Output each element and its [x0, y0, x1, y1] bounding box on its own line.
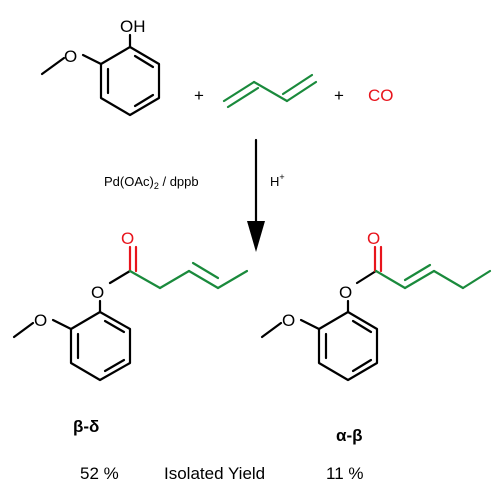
- product2-methyl-bond: [260, 321, 283, 339]
- carbon-monoxide-label: CO: [368, 86, 394, 105]
- product1-chain-double-bond: [191, 261, 220, 280]
- product2-acyl-o-bond: [355, 269, 378, 285]
- acid-main: H: [270, 174, 279, 189]
- product1-name: β-δ: [73, 417, 99, 436]
- product2-carbonyl-oxygen-label: O: [367, 229, 380, 248]
- guaiacol-methyl-bond: [40, 56, 66, 76]
- product2-ring-double-bond: [351, 358, 373, 373]
- product2-ring-double-bond: [351, 319, 373, 334]
- product1-methyl-bond: [12, 321, 35, 339]
- acid-label: H+: [270, 172, 285, 189]
- product2-methoxy-oxygen-label: O: [282, 311, 295, 330]
- catalyst-rest: / dppb: [159, 174, 199, 189]
- product1-ring-double-bond: [103, 319, 126, 334]
- catalyst-label: Pd(OAc)2 / dppb: [104, 174, 199, 191]
- butadiene-double-bond: [281, 73, 314, 96]
- product1-ring-double-bond: [103, 358, 126, 373]
- arrow-head: [247, 221, 265, 252]
- product-alpha-beta-structure: [260, 245, 492, 382]
- butadiene-bond: [285, 80, 318, 103]
- yield-label: Isolated Yield: [164, 464, 265, 483]
- plus-sign-1: +: [194, 86, 204, 105]
- product1-methoxy-bond: [51, 318, 73, 331]
- guaiacol-oxygen-label: O: [64, 47, 77, 66]
- product-beta-delta-structure: [12, 245, 249, 382]
- guaiacol-o-bond: [81, 53, 103, 66]
- product1-acyl-o-bond: [108, 269, 132, 285]
- guaiacol-ring-double-bond: [133, 54, 155, 69]
- product1-ester-oxygen-label: O: [91, 283, 104, 302]
- product1-chain-bond: [216, 269, 249, 290]
- hydroxyl-label: OH: [120, 17, 146, 36]
- butadiene-structure: [222, 73, 318, 109]
- guaiacol-ring: [99, 45, 161, 117]
- guaiacol-structure: [40, 33, 161, 117]
- product2-ring: [317, 310, 379, 382]
- product2-chain-double-bond: [403, 263, 432, 282]
- catalyst-subscript: 2: [154, 181, 159, 191]
- product2-methoxy-bond: [299, 318, 321, 331]
- guaiacol-ring-double-bond: [133, 93, 155, 108]
- product2-ester-oxygen-label: O: [339, 283, 352, 302]
- acid-superscript: +: [279, 172, 284, 182]
- product2-chain-bond: [461, 269, 492, 290]
- product1-chain-bond: [128, 269, 162, 290]
- butadiene-bond: [252, 80, 289, 103]
- catalyst-main: Pd(OAc): [104, 174, 154, 189]
- yield-right: 11 %: [326, 464, 364, 483]
- product1-chain-bond: [187, 269, 220, 290]
- plus-sign-2: +: [334, 86, 344, 105]
- product2-chain-bond: [374, 269, 407, 290]
- product2-chain-bond: [403, 269, 436, 290]
- product2-chain-bond: [432, 269, 465, 290]
- yield-left: 52 %: [80, 464, 119, 483]
- reaction-arrow: [247, 138, 265, 252]
- product1-carbonyl-oxygen-label: O: [121, 229, 134, 248]
- butadiene-double-bond: [226, 86, 260, 109]
- product1-ring: [69, 310, 132, 382]
- product1-chain-bond: [158, 269, 191, 290]
- product1-methoxy-oxygen-label: O: [34, 311, 47, 330]
- butadiene-bond: [222, 80, 256, 103]
- product2-name: α-β: [336, 426, 363, 445]
